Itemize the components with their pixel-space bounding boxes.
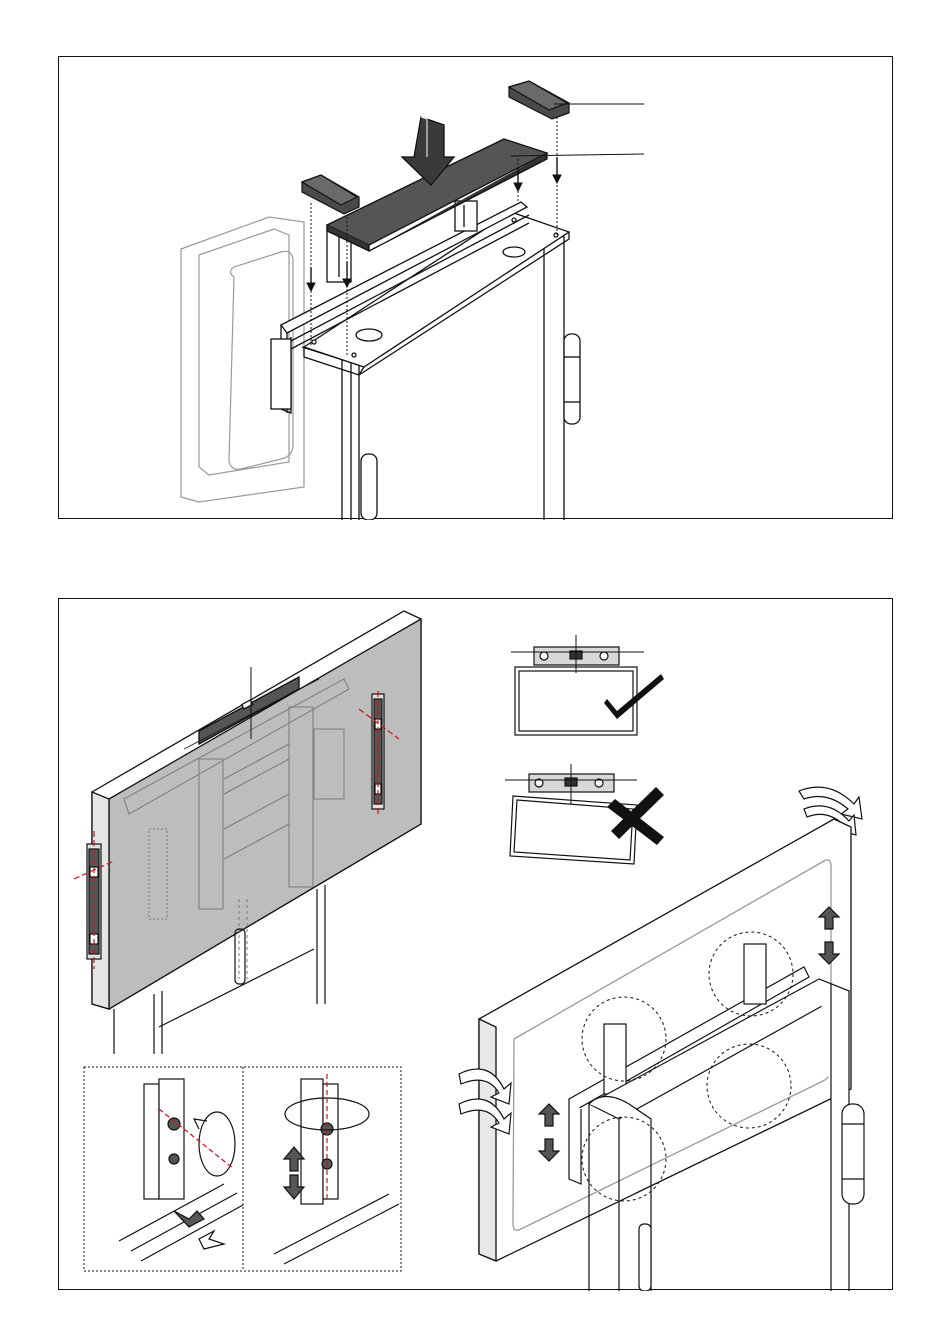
top-cover-illustration: [59, 57, 894, 520]
figure-display-leveling: [58, 598, 893, 1290]
inset-adjust-height: [274, 1074, 399, 1264]
leveling-illustration: [59, 599, 894, 1291]
display-front: [92, 611, 421, 1009]
end-cap-right: [509, 81, 569, 119]
display-rear: [479, 819, 851, 1261]
inset-level-correct: [511, 635, 644, 735]
inset-adjust-screw: [119, 1079, 243, 1261]
figure-top-cover-installation: [58, 56, 893, 519]
inset-adjust-details: [84, 1067, 401, 1271]
